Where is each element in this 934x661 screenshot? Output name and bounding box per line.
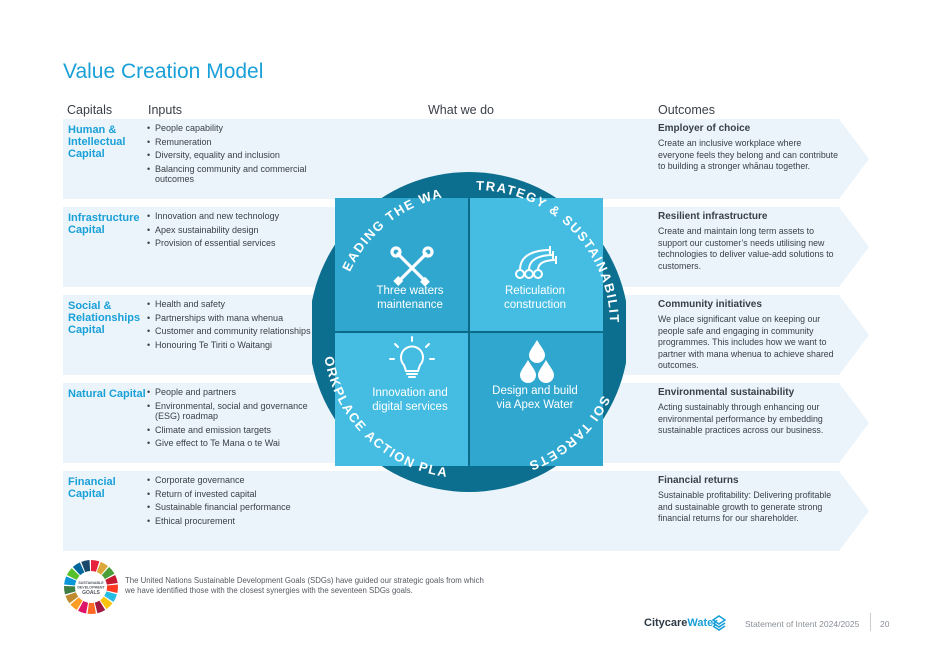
row-chevron — [839, 295, 869, 375]
outcome-title: Employer of choice — [658, 123, 751, 134]
quadrant-reticulation — [470, 198, 603, 331]
outcome-title: Resilient infrastructure — [658, 211, 768, 222]
water-drops-icon — [520, 340, 554, 383]
row-chevron — [839, 383, 869, 463]
inputs-list: Corporate governanceReturn of invested c… — [147, 475, 327, 529]
sdg-segment — [101, 567, 115, 580]
input-item: Customer and community relationships — [147, 326, 327, 337]
sdg-segment — [81, 560, 91, 573]
input-item: Environmental, social and governance (ES… — [147, 401, 327, 422]
capital-label: Financial Capital — [68, 476, 116, 500]
column-header-inputs: Inputs — [148, 103, 183, 117]
sdg-segment — [66, 568, 80, 580]
input-item: Sustainable financial performance — [147, 502, 327, 513]
lightbulb-icon — [389, 336, 435, 378]
column-header-what-we-do: What we do — [428, 103, 495, 117]
footer-separator — [870, 613, 871, 631]
inputs-list: Innovation and new technologyApex sustai… — [147, 211, 327, 252]
sdg-segment — [72, 562, 85, 576]
input-item: Diversity, equality and inclusion — [147, 150, 327, 161]
input-item: Climate and emission targets — [147, 425, 327, 436]
what-we-do-wheel: LEADING THE WAY STRATEGY & SUSTAINABILIT… — [312, 156, 626, 492]
capital-label: Human & Intellectual Capital — [68, 124, 126, 160]
capital-label: Social & Relationships Capital — [68, 300, 141, 336]
input-item: Provision of essential services — [147, 238, 327, 249]
outcome-text: Create an inclusive workplace where ever… — [658, 138, 838, 171]
sdg-segment — [100, 596, 113, 610]
pipes-icon — [515, 246, 557, 279]
inputs-list: People capabilityRemunerationDiversity, … — [147, 123, 327, 188]
capital-label: Infrastructure Capital — [68, 212, 140, 236]
sdg-logo-line-1: SUSTAINABLE — [78, 581, 104, 585]
inputs-list: People and partnersEnvironmental, social… — [147, 387, 327, 452]
outcome-text: We place significant value on keeping ou… — [658, 314, 834, 370]
outcome-title: Community initiatives — [658, 299, 762, 310]
sdg-segment — [105, 574, 118, 585]
input-item: People and partners — [147, 387, 327, 398]
sdg-logo-line-3: GOALS — [82, 590, 100, 596]
input-item: Partnerships with mana whenua — [147, 313, 327, 324]
sdg-segment — [91, 560, 100, 572]
sdg-segment — [64, 576, 77, 586]
sdg-segment — [65, 592, 79, 604]
page-title: Value Creation Model — [63, 60, 264, 83]
quadrant-label-2a: Reticulation — [505, 285, 565, 297]
sdg-segment — [87, 602, 96, 614]
capital-label: Natural Capital — [68, 388, 146, 400]
outcome-title: Environmental sustainability — [658, 387, 795, 398]
input-item: People capability — [147, 123, 327, 134]
sdg-segment — [70, 597, 83, 610]
column-header-outcomes: Outcomes — [658, 103, 715, 117]
sdg-segment — [106, 584, 118, 593]
row-chevron — [839, 207, 869, 287]
inputs-list: Health and safetyPartnerships with mana … — [147, 299, 327, 353]
quadrant-label-3a: Innovation and — [372, 387, 447, 399]
input-item: Return of invested capital — [147, 489, 327, 500]
quadrant-label-4a: Design and build — [492, 385, 578, 397]
sdg-segment — [94, 600, 106, 614]
input-item: Innovation and new technology — [147, 211, 327, 222]
outcome-text: Create and maintain long term assets to … — [658, 226, 834, 271]
sdg-segment — [64, 586, 76, 595]
footer-brand-accent: Water — [687, 617, 718, 629]
input-item: Health and safety — [147, 299, 327, 310]
sdg-segment — [78, 601, 89, 614]
input-item: Remuneration — [147, 137, 327, 148]
quadrant-three-waters — [335, 198, 468, 331]
sdg-segment — [96, 561, 109, 575]
outcome-text: Sustainable profitability: Delivering pr… — [658, 490, 832, 523]
quadrant-label-2b: construction — [504, 299, 566, 311]
outcome-block: Community initiatives We place significan… — [658, 299, 838, 372]
sdg-segment — [104, 591, 117, 603]
footer-document-title: Statement of Intent 2024/2025 — [745, 619, 860, 629]
outcome-title: Financial returns — [658, 475, 739, 486]
sdg-note: The United Nations Sustainable Developme… — [125, 576, 484, 595]
column-header-capitals: Capitals — [67, 103, 113, 117]
input-item: Give effect to Te Mana o te Wai — [147, 438, 327, 449]
row-chevron — [839, 119, 869, 199]
sdg-logo-line-2: DEVELOPMENT — [77, 586, 105, 590]
input-item: Ethical procurement — [147, 516, 327, 527]
footer-brand-main: Citycare — [644, 617, 688, 629]
citycare-logo-icon — [712, 615, 726, 631]
sdg-wheel-logo: SUSTAINABLE DEVELOPMENT GOALS — [64, 560, 118, 614]
outcome-text: Acting sustainably through enhancing our… — [658, 402, 824, 435]
input-item: Balancing community and commercial outco… — [147, 164, 327, 185]
quadrant-label-1a: Three waters — [376, 285, 443, 297]
quadrant-label-3b: digital services — [372, 401, 448, 413]
wheel-quadrants — [335, 198, 603, 466]
input-item: Apex sustainability design — [147, 225, 327, 236]
quadrant-label-1b: maintenance — [377, 299, 443, 311]
page-number: 20 — [880, 619, 890, 629]
input-item: Honouring Te Tiriti o Waitangi — [147, 340, 327, 351]
input-item: Corporate governance — [147, 475, 327, 486]
row-chevron — [839, 471, 869, 551]
footer-brand: CitycareWater — [644, 617, 718, 629]
quadrant-label-4b: via Apex Water — [497, 399, 574, 411]
